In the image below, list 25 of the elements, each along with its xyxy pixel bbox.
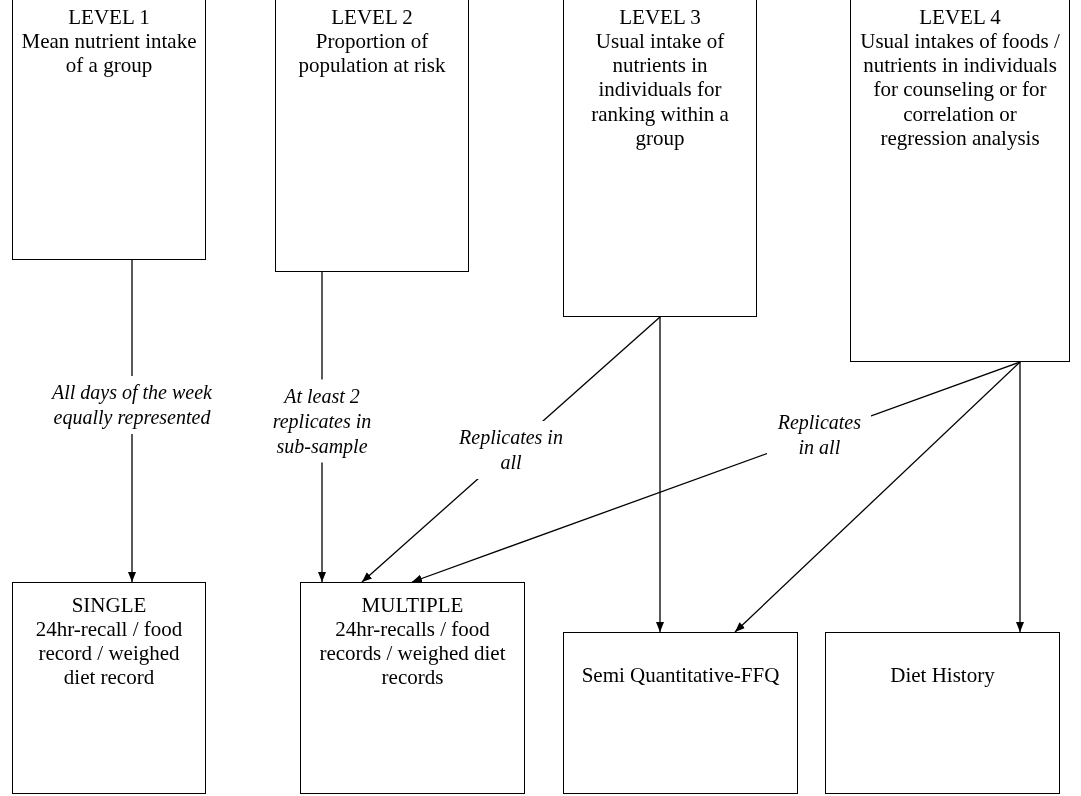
box-heading: SINGLE [71,593,147,618]
text-box [300,582,525,794]
text-box [12,0,206,260]
arrow [734,361,1021,633]
text-box [563,0,757,317]
box-text: Usual intake of nutrients in individuals for ranking within a group [590,29,730,150]
box-text: Mean nutrient intake of a group [21,29,197,78]
text-box [563,632,798,794]
box-heading: LEVEL 2 [331,5,413,30]
box-text: Usual intakes of foods / nutrients in individuals for counseling or for correlation or regression analysis [859,29,1061,150]
box-heading: LEVEL 1 [68,5,150,30]
text-box [850,0,1070,362]
arrow [1016,361,1024,633]
box-heading: MULTIPLE [361,593,464,618]
box-text: Proportion of population at risk [297,29,447,78]
box-text: 24hr-recall / food record / weighed diet record [34,617,184,690]
arrow [656,316,664,633]
box-text: Diet History [890,663,995,688]
box-heading: LEVEL 4 [919,5,1001,30]
box-text: Semi Quantitative-FFQ [581,663,780,688]
box-text: 24hr-recalls / food records / weighed diet records [318,617,507,690]
text-box [275,0,469,272]
text-box [12,582,206,794]
box-heading: LEVEL 3 [619,5,701,30]
text-box [825,632,1060,794]
